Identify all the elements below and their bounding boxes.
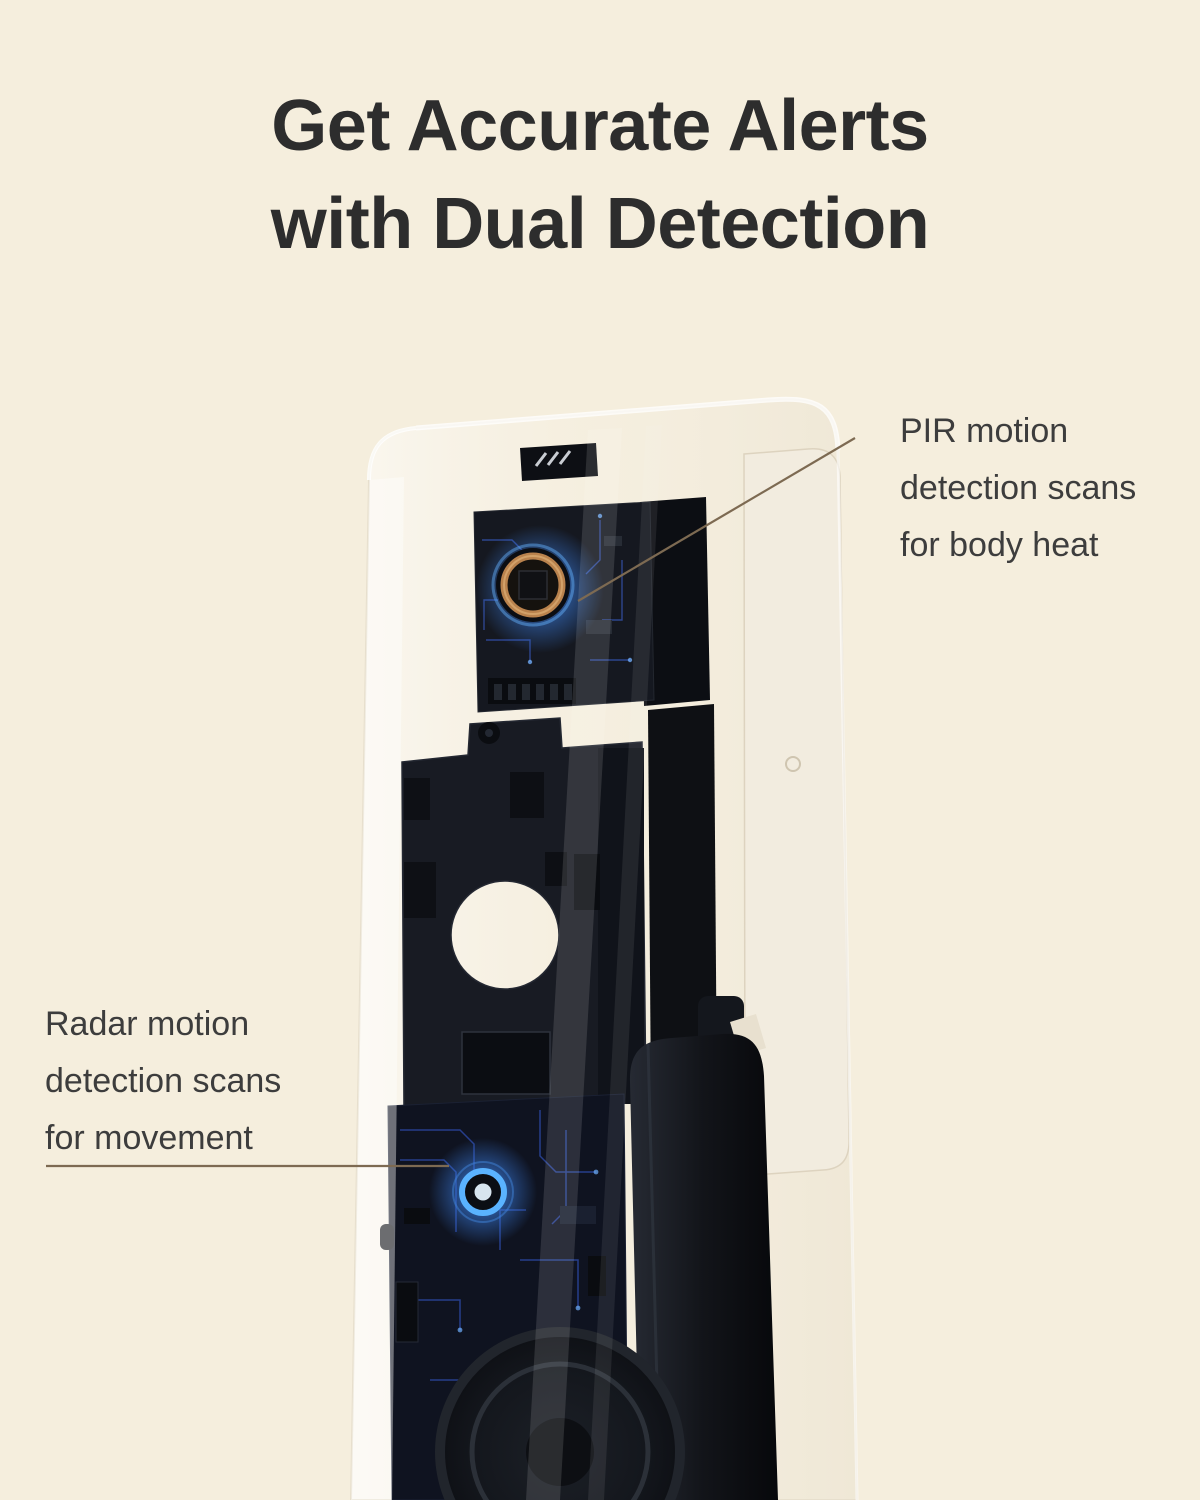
headline-line-1: Get Accurate Alerts (271, 86, 929, 166)
callout-radar: Radar motion detection scans for movemen… (45, 1005, 282, 1158)
headline-line-2: with Dual Detection (270, 183, 930, 264)
pir-sensor (476, 525, 604, 653)
headline: Get Accurate Alerts with Dual Detection (0, 78, 1200, 274)
internal-assembly (380, 443, 778, 1500)
back-panel-screw-hole (785, 756, 801, 772)
callout-lines (46, 437, 856, 1168)
glass-reflections (351, 396, 859, 1500)
callout-pir: PIR motion detection scans for body heat (900, 412, 1137, 565)
speaker-disc (435, 1327, 685, 1500)
pir-callout-line (577, 437, 856, 602)
radar-sensor (429, 1138, 537, 1246)
